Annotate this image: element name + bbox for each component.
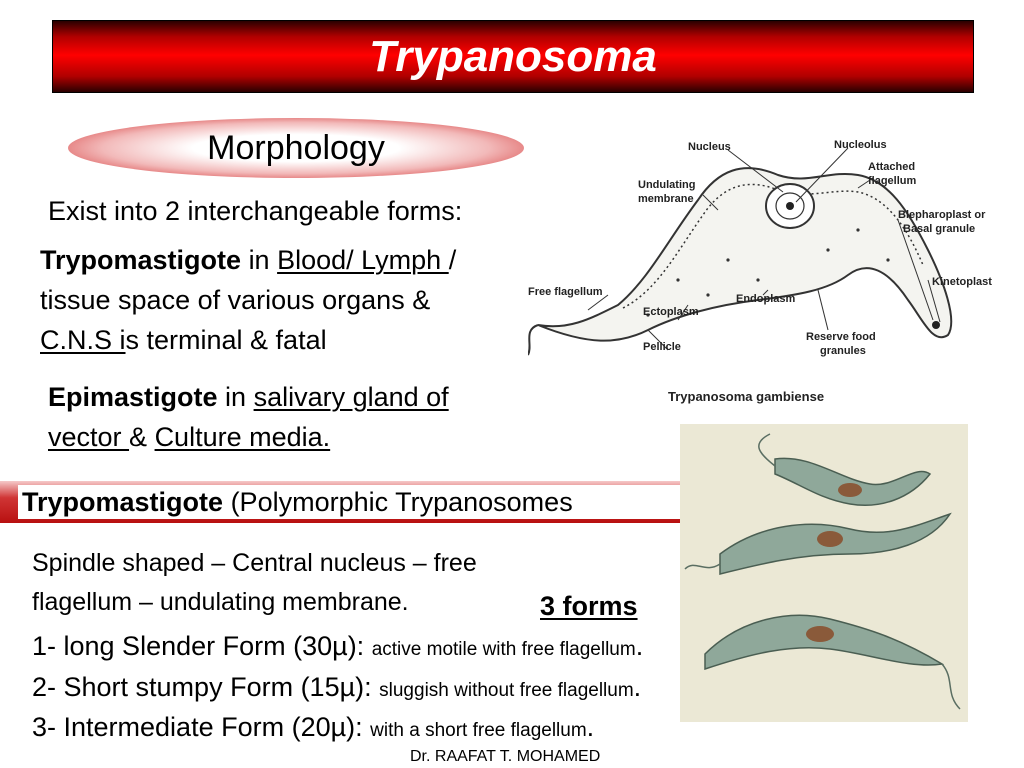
label-attached-2: flagellum — [868, 175, 917, 187]
trypomastigote-line-1: Trypomastigote in Blood/ Lymph / — [40, 244, 456, 276]
epimastigote-term: Epimastigote — [48, 382, 218, 412]
slide-title: Trypanosoma — [369, 31, 657, 81]
culture-media-location: Culture media. — [154, 422, 331, 452]
three-forms-label: 3 forms — [540, 591, 638, 621]
form-3-end: . — [586, 712, 595, 742]
salivary-gland-location: salivary gland of — [253, 382, 449, 412]
description-line-1: Spindle shaped – Central nucleus – free — [32, 549, 477, 577]
description-line-2: flagellum – undulating membrane. — [32, 588, 409, 616]
label-leader-lines — [587, 147, 941, 351]
vector-location: vector — [48, 422, 130, 452]
parasite-cells — [704, 457, 952, 671]
epimastigote-line-1: Epimastigote in salivary gland of — [48, 381, 449, 413]
trypomastigote-line-2: tissue space of various organs & — [40, 285, 431, 315]
form-2-name: 2- Short stumpy Form (15µ): — [32, 672, 380, 702]
trypomastigote-line-3: C.N.S is terminal & fatal — [40, 324, 327, 356]
trypanosome-micrograph — [680, 424, 968, 722]
trypomastigote-banner-text: Trypomastigote (Polymorphic Trypanosomes — [18, 485, 734, 519]
label-nucleus: Nucleus — [688, 141, 731, 153]
form-2-end: . — [633, 672, 642, 702]
polymorphic-text: (Polymorphic Trypanosomes — [230, 487, 573, 517]
label-reserve-food-2: granules — [820, 345, 866, 357]
form-1-name: 1- long Slender Form (30µ): — [32, 631, 372, 661]
label-ectoplasm: Ectoplasm — [643, 306, 699, 318]
trypomastigote-banner: Trypomastigote (Polymorphic Trypanosomes — [0, 481, 738, 523]
cns-location: C.N.S i — [40, 325, 126, 355]
terminal-fatal-text: s terminal & fatal — [125, 325, 327, 355]
morphology-heading: Morphology — [207, 128, 385, 167]
label-undulating-1: Undulating — [638, 179, 695, 191]
in-word: in — [225, 382, 247, 412]
form-1-end: . — [635, 631, 644, 661]
trypomastigote-banner-term: Trypomastigote — [22, 487, 224, 517]
parasite-body-drawing — [528, 167, 953, 356]
trypanosoma-labeled-diagram: Nucleus Nucleolus Attached flagellum Und… — [528, 139, 992, 404]
flagella — [684, 433, 961, 710]
blood-lymph-location: Blood/ Lymph — [277, 245, 449, 275]
form-3-name: 3- Intermediate Form (20µ): — [32, 712, 371, 742]
label-blepharoplast-2: Basal granule — [903, 223, 975, 235]
morphology-ellipse: Morphology — [68, 118, 524, 178]
label-free-flagellum: Free flagellum — [528, 286, 603, 298]
form-item-2: 2- Short stumpy Form (15µ): sluggish wit… — [32, 671, 641, 707]
trypomastigote-term: Trypomastigote — [40, 245, 242, 275]
epimastigote-line-2: vector & Culture media. — [48, 421, 330, 453]
slash-char: / — [448, 245, 457, 275]
label-nucleolus: Nucleolus — [834, 139, 887, 151]
ampersand: & — [129, 422, 148, 452]
label-pellicle: Pellicle — [643, 341, 681, 353]
intro-text: Exist into 2 interchangeable forms: — [48, 196, 463, 226]
form-1-detail: active motile with free flagellum — [371, 639, 636, 660]
label-undulating-2: membrane — [638, 193, 694, 205]
form-item-3: 3- Intermediate Form (20µ): with a short… — [32, 711, 594, 747]
label-kinetoplast: Kinetoplast — [932, 276, 992, 288]
form-3-detail: with a short free flagellum — [370, 720, 587, 741]
label-endoplasm: Endoplasm — [736, 293, 796, 305]
diagram-caption: Trypanosoma gambiense — [668, 389, 824, 404]
label-reserve-food-1: Reserve food — [806, 331, 876, 343]
form-item-1: 1- long Slender Form (30µ): active motil… — [32, 630, 643, 666]
in-word: in — [248, 245, 270, 275]
title-banner: Trypanosoma — [52, 20, 974, 93]
nucleus-spots — [806, 483, 862, 642]
label-blepharoplast-1: Blepharoplast or — [898, 209, 986, 221]
form-2-detail: sluggish without free flagellum — [379, 680, 634, 701]
label-attached-1: Attached — [868, 161, 915, 173]
author-footer: Dr. RAAFAT T. MOHAMED — [410, 748, 601, 765]
